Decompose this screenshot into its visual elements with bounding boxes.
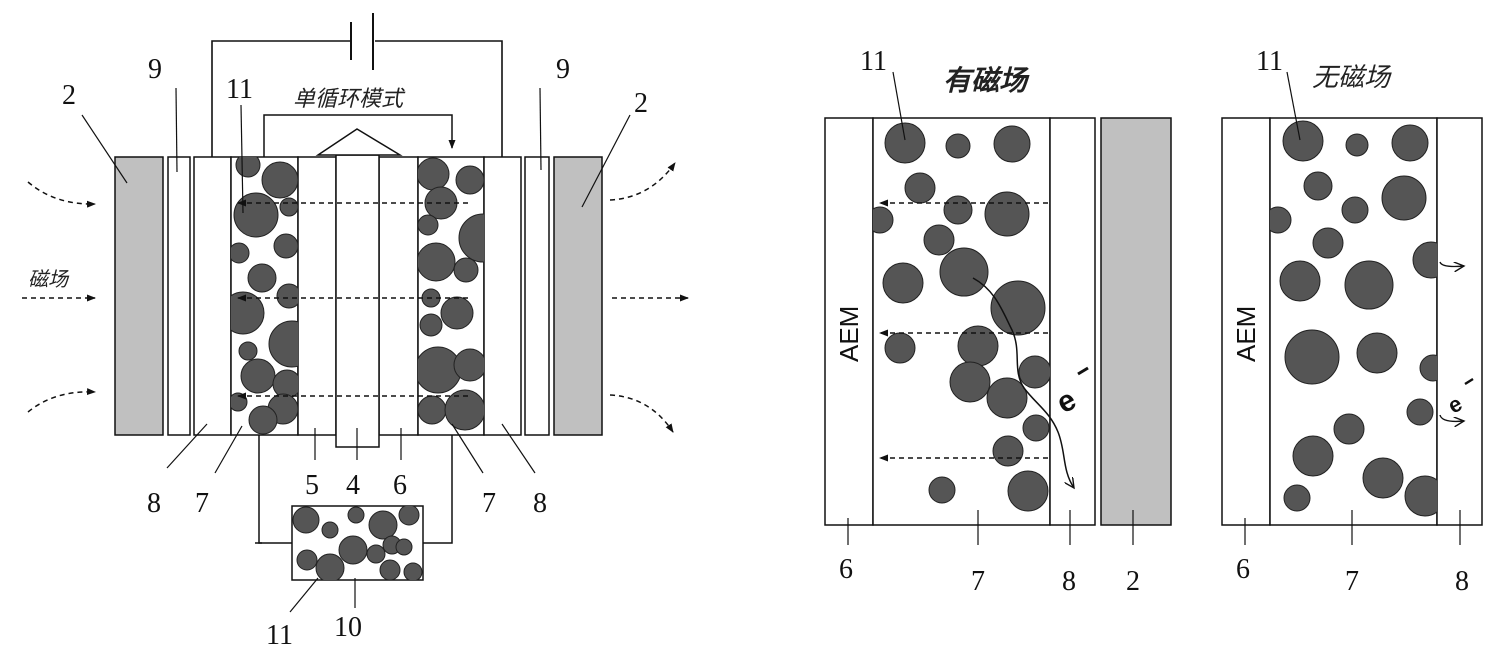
left-leader-lines [81, 87, 631, 613]
label-collector-middle: 8 [1062, 566, 1076, 597]
label-magnet-middle: 2 [1126, 566, 1140, 597]
mode-label: 单循环模式 [293, 87, 406, 112]
collector-8-right [1436, 117, 1483, 526]
electron-path-middle [972, 277, 1074, 488]
label-collector-right: 8 [1455, 566, 1469, 597]
label-layer7-right: 7 [482, 488, 496, 519]
magnet-left [114, 156, 164, 436]
aem-label-right: AEM [1231, 306, 1261, 362]
magnet-right [553, 156, 603, 436]
label-reservoir-particle: 11 [266, 620, 293, 651]
layer-9-left [167, 156, 191, 436]
label-layer7-left: 7 [195, 488, 209, 519]
field-label: 磁场 [28, 267, 70, 291]
label-layer8-right: 8 [533, 488, 547, 519]
label-slurry-middle: 7 [971, 566, 985, 597]
particles-middle [873, 122, 1050, 512]
label-membrane-right: 6 [1236, 554, 1250, 585]
label-layer9-left: 9 [148, 54, 162, 85]
label-layer4: 4 [346, 470, 360, 501]
current-collector-8-left [193, 156, 232, 436]
label-particle-middle: 11 [860, 46, 887, 77]
magnet-2-middle [1100, 117, 1172, 526]
label-particle-top: 11 [226, 74, 253, 105]
aem-label-middle: AEM [834, 306, 864, 362]
with-field-diagram: 有磁场 AEM e [824, 46, 1172, 597]
membrane-6-middle [824, 117, 874, 526]
label-membrane-middle: 6 [839, 554, 853, 585]
label-reservoir: 10 [334, 612, 362, 643]
external-circuit [211, 13, 503, 157]
label-particle-right: 11 [1256, 46, 1283, 77]
particles-right-channel [418, 157, 484, 431]
particles-right [1270, 120, 1437, 517]
right-leader-lines [1244, 71, 1461, 545]
label-slurry-right: 7 [1345, 566, 1359, 597]
label-layer6: 6 [393, 470, 407, 501]
layer-9-right [524, 156, 550, 436]
middle-leader-lines [847, 71, 1134, 545]
without-field-diagram: 无磁场 AEM e [1221, 46, 1483, 597]
label-layer8-left: 8 [147, 488, 161, 519]
with-field-title: 有磁场 [943, 64, 1030, 97]
reservoir-10 [255, 435, 453, 581]
left-cell-diagram: 单循环模式 [22, 13, 689, 651]
cell-field-lines [237, 199, 468, 400]
external-field-lines [22, 162, 689, 433]
membrane-6-right [1221, 117, 1271, 526]
cycle-loop [263, 114, 456, 157]
field-lines-middle [879, 199, 1048, 462]
membrane-5 [297, 156, 337, 436]
electron-arrows-right [1439, 262, 1464, 421]
label-magnet-right: 2 [634, 88, 648, 119]
label-layer9-right: 9 [556, 54, 570, 85]
current-collector-8-right [483, 156, 522, 436]
label-magnet-left: 2 [62, 80, 76, 111]
collector-8-middle [1049, 117, 1096, 526]
particles-left-channel [231, 157, 298, 435]
label-layer5: 5 [305, 470, 319, 501]
without-field-title: 无磁场 [1312, 63, 1392, 93]
membrane-6 [378, 156, 419, 436]
